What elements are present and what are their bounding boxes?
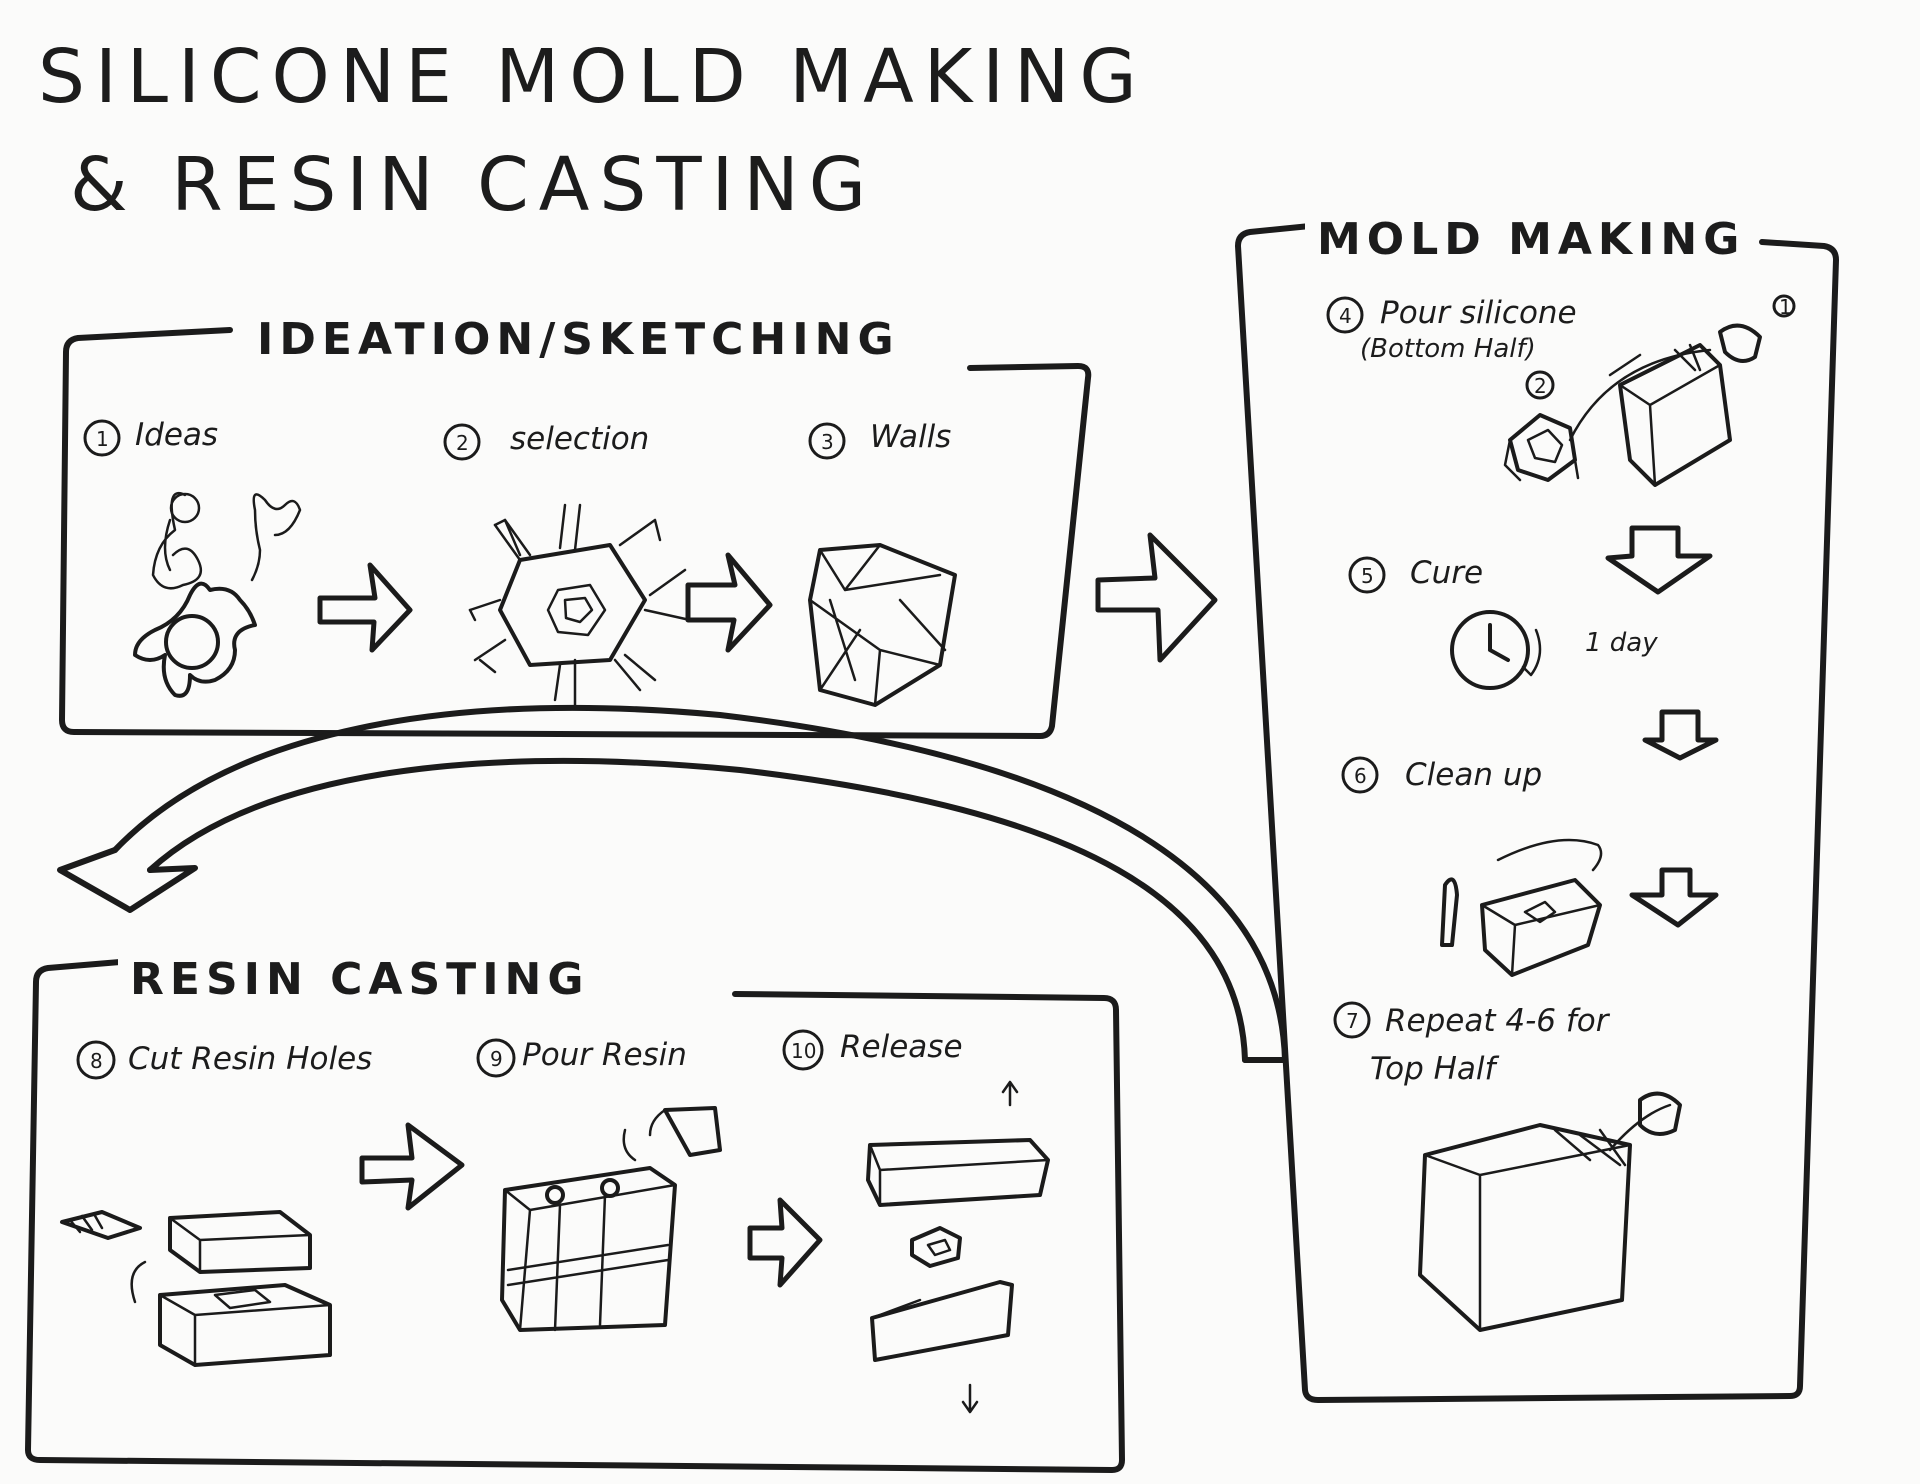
diagram-mark: 2 bbox=[1534, 374, 1547, 398]
arrow-right-icon bbox=[359, 1122, 465, 1211]
step-number: 8 bbox=[90, 1049, 103, 1073]
step-number: 1 bbox=[96, 427, 109, 451]
step-label-clean-up: Clean up bbox=[1405, 757, 1543, 793]
pour-resin-sketch bbox=[500, 1128, 677, 1332]
clock-icon bbox=[1450, 610, 1542, 690]
step-number: 7 bbox=[1346, 1009, 1359, 1033]
arrow-right-icon bbox=[685, 552, 773, 653]
arrow-right-icon bbox=[747, 1197, 823, 1288]
step-number: 5 bbox=[1361, 564, 1374, 588]
step-sublabel-bottom-half: (Bottom Half) bbox=[1360, 334, 1536, 364]
page-title-line1: SILICONE MOLD MAKING bbox=[38, 34, 1147, 120]
step-label-cure: Cure bbox=[1410, 555, 1484, 591]
step-number: 3 bbox=[821, 430, 834, 454]
mold-making-heading: MOLD MAKING bbox=[1305, 218, 1758, 262]
box-icon bbox=[130, 1210, 332, 1367]
step-label-cut-resin-holes: Cut Resin Holes bbox=[128, 1041, 373, 1077]
arrow-right-icon bbox=[317, 562, 413, 653]
selection-sketch bbox=[468, 503, 692, 707]
step-number: 2 bbox=[456, 431, 469, 455]
release-sketch bbox=[866, 1080, 1050, 1414]
step-label-walls: Walls bbox=[870, 419, 952, 455]
step-number: 10 bbox=[791, 1039, 817, 1063]
step-label-pour-silicone: Pour silicone bbox=[1380, 295, 1577, 331]
cure-duration-note: 1 day bbox=[1585, 628, 1658, 658]
step-number-circles bbox=[76, 296, 1386, 1080]
curved-arrow-icon bbox=[57, 704, 1288, 1063]
clean-up-sketch bbox=[1440, 838, 1603, 977]
arrow-down-icon bbox=[1642, 709, 1719, 761]
step-label-repeat: Repeat 4-6 for bbox=[1385, 1003, 1609, 1039]
arrow-down-icon bbox=[1629, 867, 1719, 928]
resin-casting-box bbox=[25, 959, 1125, 1473]
ideas-sketch bbox=[133, 492, 302, 698]
page-title-line2: & RESIN CASTING bbox=[70, 142, 877, 228]
pour-silicone-sketch bbox=[1503, 294, 1796, 487]
arrow-down-icon bbox=[1605, 525, 1713, 595]
resin-casting-heading: RESIN CASTING bbox=[118, 958, 602, 1002]
cup-icon bbox=[648, 1106, 722, 1157]
step-number: 9 bbox=[490, 1047, 503, 1071]
step-label-pour-resin: Pour Resin bbox=[522, 1037, 687, 1073]
mold-making-box bbox=[1235, 223, 1839, 1403]
step-number: 6 bbox=[1354, 764, 1367, 788]
step-label-release: Release bbox=[840, 1029, 963, 1065]
step-number: 4 bbox=[1339, 304, 1352, 328]
walls-sketch bbox=[808, 543, 957, 707]
ideation-heading: IDEATION/SKETCHING bbox=[245, 318, 912, 362]
ideation-box bbox=[59, 327, 1092, 739]
step-label-ideas: Ideas bbox=[135, 417, 219, 453]
diagram-mark: 1 bbox=[1779, 295, 1792, 319]
knife-icon bbox=[60, 1210, 142, 1240]
repeat-top-half-sketch bbox=[1418, 1091, 1682, 1332]
step-sublabel-top-half: Top Half bbox=[1370, 1051, 1496, 1087]
arrow-right-icon bbox=[1095, 532, 1218, 663]
step-label-selection: selection bbox=[510, 421, 650, 457]
